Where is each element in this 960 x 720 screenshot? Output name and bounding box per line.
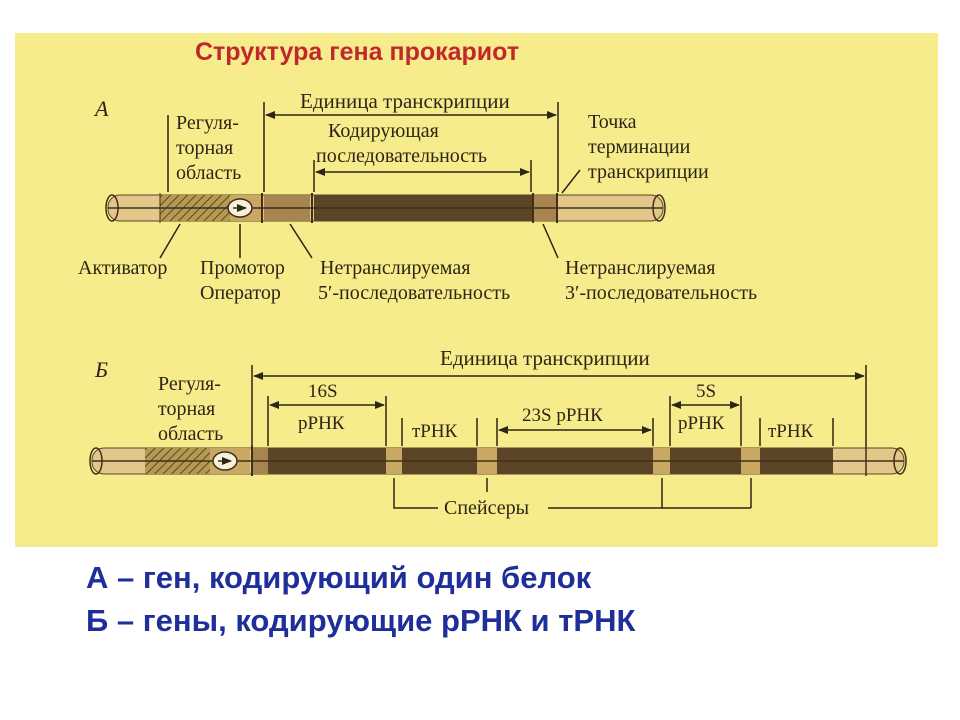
panel-b-regulatory-label-1: Регуля- (158, 373, 221, 395)
panel-b-letter: Б (94, 357, 108, 382)
caption-a: А – ген, кодирующий один белок (86, 560, 592, 595)
caption-b: Б – гены, кодирующие рРНК и тРНК (86, 603, 636, 638)
panel-a-dna-strand (105, 193, 666, 223)
panel-b-transcription-unit-label: Единица транскрипции (440, 346, 650, 370)
panel-b-16s-label-2: рРНК (298, 413, 345, 434)
panel-a-termination-pointer (561, 169, 581, 194)
panel-a-utr5-label-2: 5′-последовательность (318, 282, 510, 304)
panel-a-termination-label-2: терминации (588, 136, 691, 158)
panel-a-regulatory-label-3: область (176, 162, 241, 184)
gene-structure-diagram: А Единица транскрипции Кодирующая послед… (78, 89, 907, 519)
panel-b-trna1-label: тРНК (412, 421, 458, 442)
panel-b-regulatory-label-2: торная (158, 398, 215, 420)
panel-a-regulatory-label-2: торная (176, 137, 233, 159)
panel-b-5s-label-2: рРНК (678, 413, 725, 434)
panel-a-coding-label-1: Кодирующая (328, 120, 439, 142)
panel-a-letter: А (93, 96, 109, 121)
panel-b-spacers-label: Спейсеры (444, 497, 529, 519)
panel-b-spacers-bracket (393, 478, 752, 509)
slide-title: Структура гена прокариот (195, 38, 520, 66)
panel-a-operator-label: Оператор (200, 282, 281, 304)
panel-a-promoter-label: Промотор (200, 257, 285, 279)
panel-a-regulatory-label-1: Регуля- (176, 112, 239, 134)
panel-b-trna2-label: тРНК (768, 421, 814, 442)
panel-a-promoter-icon (227, 198, 253, 218)
panel-a-transcription-unit-label: Единица транскрипции (300, 89, 510, 113)
panel-a-utr3-label-1: Нетранслируемая (565, 257, 715, 279)
panel-a-utr5-pointer (289, 223, 313, 259)
panel-b-regulatory-label-3: область (158, 423, 223, 445)
panel-a-termination-label-1: Точка (588, 111, 637, 133)
panel-b-16s-label-1: 16S (308, 381, 338, 402)
panel-b-promoter-icon (212, 451, 238, 471)
panel-b-23s-label: 23S рРНК (522, 405, 603, 426)
panel-a-coding-label-2: последовательность (316, 145, 487, 167)
panel-a-utr5-label-1: Нетранслируемая (320, 257, 470, 279)
panel-a-activator-pointer (159, 223, 181, 259)
panel-a-utr3-pointer (542, 223, 559, 259)
panel-a-termination-label-3: транскрипции (588, 161, 709, 183)
panel-a-utr3-label-2: 3′-последовательность (565, 282, 757, 304)
panel-a-activator-label: Активатор (78, 257, 167, 279)
panel-b-5s-label-1: 5S (696, 381, 716, 402)
